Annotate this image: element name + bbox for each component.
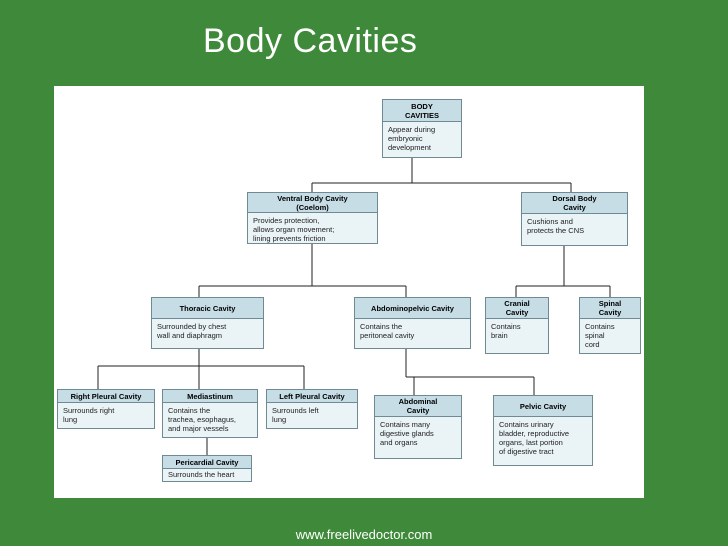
- node-title: Right Pleural Cavity: [58, 390, 154, 403]
- node-title: Pelvic Cavity: [494, 396, 592, 417]
- node-description: Contains urinary bladder, reproductive o…: [499, 420, 570, 456]
- node-title: Left Pleural Cavity: [267, 390, 357, 403]
- node-mediastinum: Mediastinum Contains the trachea, esopha…: [162, 389, 258, 438]
- node-description: Contains spinal cord: [585, 322, 615, 349]
- node-description: Cushions and protects the CNS: [527, 217, 585, 235]
- node-thoracic-cavity: Thoracic Cavity Surrounded by chest wall…: [151, 297, 264, 349]
- node-right-pleural-cavity: Right Pleural Cavity Surrounds right lun…: [57, 389, 155, 429]
- node-title: BODY CAVITIES: [383, 100, 461, 122]
- node-abdominopelvic-cavity: Abdominopelvic Cavity Contains the perit…: [354, 297, 471, 349]
- node-description: Contains brain: [491, 322, 521, 340]
- node-description: Surrounded by chest wall and diaphragm: [157, 322, 227, 340]
- node-description: Surrounds the heart: [168, 470, 235, 479]
- node-abdominal-cavity: Abdominal Cavity Contains many digestive…: [374, 395, 462, 459]
- node-pelvic-cavity: Pelvic Cavity Contains urinary bladder, …: [493, 395, 593, 466]
- node-description: Contains the trachea, esophagus, and maj…: [168, 406, 236, 433]
- node-dorsal-body-cavity: Dorsal Body Cavity Cushions and protects…: [521, 192, 628, 246]
- footer-url: www.freelivedoctor.com: [295, 527, 433, 542]
- node-description: Surrounds left lung: [272, 406, 319, 424]
- diagram-panel: BODY CAVITIES Appear during embryonic de…: [54, 86, 644, 498]
- node-spinal-cavity: Spinal Cavity Contains spinal cord: [579, 297, 641, 354]
- node-description: Provides protection, allows organ moveme…: [253, 216, 335, 243]
- node-title: Ventral Body Cavity (Coelom): [248, 193, 377, 213]
- node-description: Contains the peritoneal cavity: [360, 322, 415, 340]
- node-body-cavities: BODY CAVITIES Appear during embryonic de…: [382, 99, 462, 158]
- node-pericardial-cavity: Pericardial Cavity Surrounds the heart: [162, 455, 252, 482]
- node-left-pleural-cavity: Left Pleural Cavity Surrounds left lung: [266, 389, 358, 429]
- node-description: Surrounds right lung: [63, 406, 115, 424]
- node-description: Appear during embryonic development: [388, 125, 436, 152]
- node-title: Cranial Cavity: [486, 298, 548, 319]
- slide-title: Body Cavities: [203, 22, 418, 60]
- node-title: Dorsal Body Cavity: [522, 193, 627, 214]
- node-title: Mediastinum: [163, 390, 257, 403]
- node-title: Abdominal Cavity: [375, 396, 461, 417]
- node-description: Contains many digestive glands and organ…: [380, 420, 434, 447]
- node-title: Pericardial Cavity: [163, 456, 251, 469]
- node-title: Thoracic Cavity: [152, 298, 263, 319]
- node-cranial-cavity: Cranial Cavity Contains brain: [485, 297, 549, 354]
- node-title: Abdominopelvic Cavity: [355, 298, 470, 319]
- connector-lines: [97, 158, 611, 455]
- node-title: Spinal Cavity: [580, 298, 640, 319]
- node-ventral-body-cavity: Ventral Body Cavity (Coelom) Provides pr…: [247, 192, 378, 244]
